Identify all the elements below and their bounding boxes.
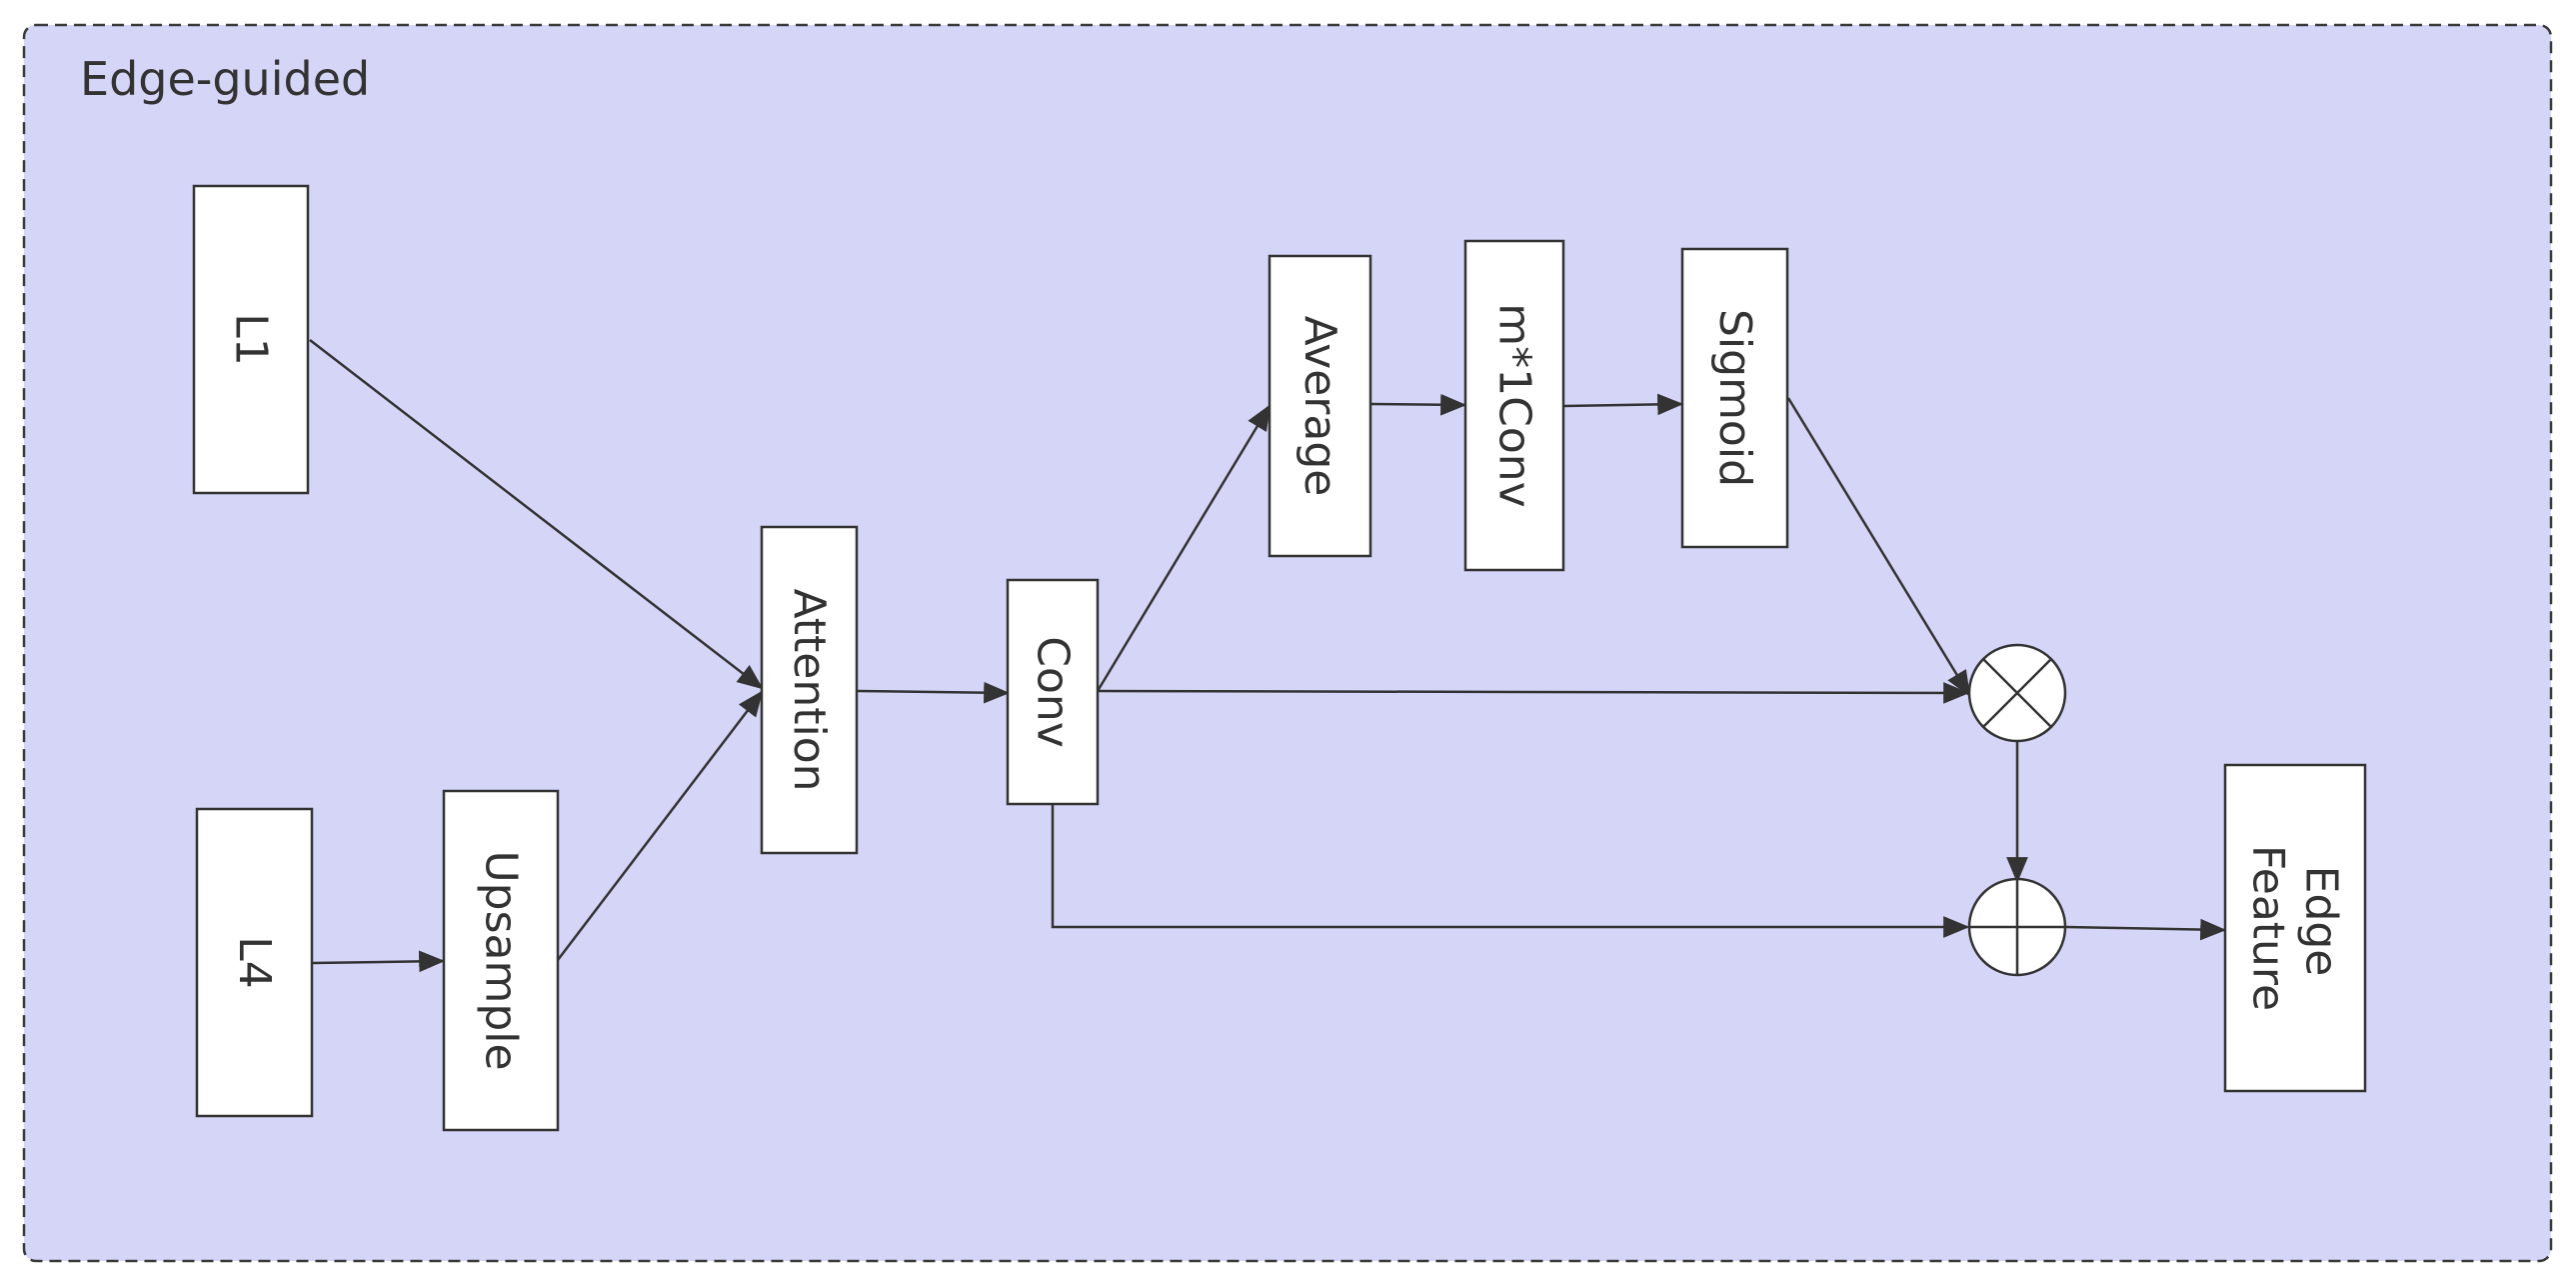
- add-icon: [1967, 877, 2067, 977]
- edge-l1-attention: [309, 339, 764, 690]
- node-attention: Attention: [760, 525, 859, 855]
- node-upsample: Upsample: [442, 789, 560, 1132]
- node-sigmoid: Sigmoid: [1680, 247, 1789, 549]
- edge-conv-multiply: [1097, 682, 1970, 704]
- node-average-label: Average: [1294, 316, 1345, 497]
- edge-add-edgefeature: [2065, 918, 2227, 941]
- edge-guided-panel: [22, 23, 2553, 1263]
- node-edge-feature-line1: Edge: [2296, 866, 2347, 977]
- node-m1conv: m*1Conv: [1463, 239, 1565, 572]
- edge-conv-add: [1051, 804, 1970, 938]
- edge-m1conv-sigmoid: [1563, 393, 1684, 416]
- edge-sigmoid-multiply: [1786, 397, 1971, 697]
- node-m1conv-label: m*1Conv: [1489, 303, 1540, 507]
- node-l4-label: L4: [229, 936, 280, 989]
- node-edge-feature-line2: Feature: [2243, 845, 2294, 1011]
- node-attention-label: Attention: [784, 588, 835, 791]
- edge-l4-upsample: [312, 950, 446, 973]
- edge-attention-conv: [857, 681, 1011, 704]
- panel-title: Edge-guided: [80, 52, 370, 106]
- edges: [309, 339, 2227, 973]
- edge-average-m1conv: [1370, 393, 1467, 416]
- multiply-icon: [1967, 643, 2067, 743]
- edge-conv-average: [1096, 404, 1272, 692]
- node-edge-feature: Edge Feature: [2223, 763, 2367, 1093]
- node-edge-feature-label: Edge Feature: [2243, 845, 2347, 1011]
- node-sigmoid-label: Sigmoid: [1709, 309, 1760, 487]
- node-l4: L4: [195, 807, 314, 1118]
- node-upsample-label: Upsample: [476, 850, 527, 1070]
- node-l1-label: L1: [226, 313, 277, 366]
- node-conv: Conv: [1006, 578, 1100, 806]
- node-average: Average: [1268, 254, 1372, 558]
- edge-upsample-attention: [557, 690, 764, 961]
- node-conv-label: Conv: [1028, 636, 1079, 748]
- node-l1: L1: [192, 184, 310, 495]
